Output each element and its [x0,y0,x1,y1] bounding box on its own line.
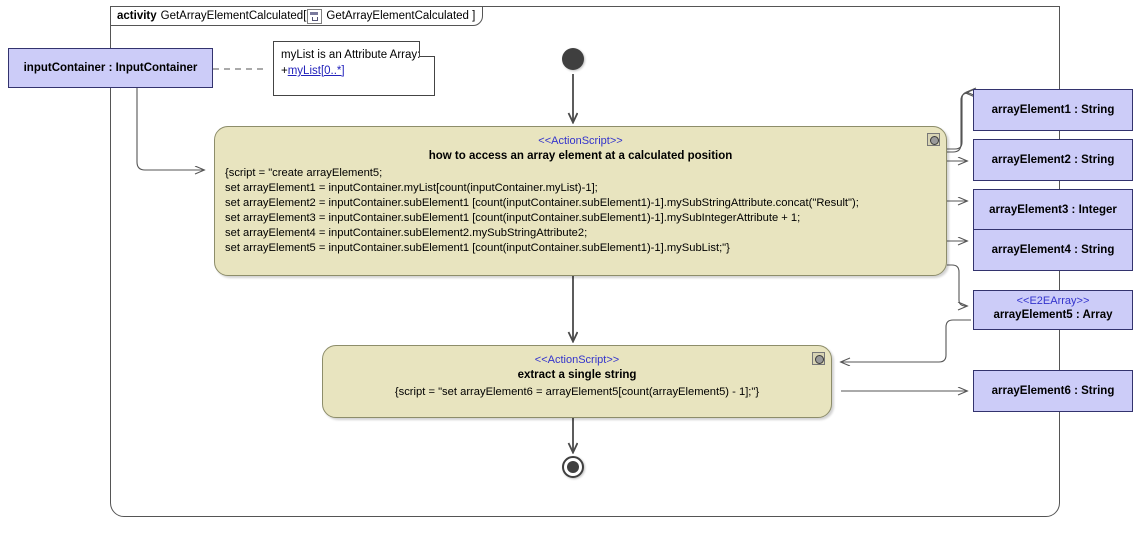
action-script-line-6: set arrayElement5 = inputContainer.subEl… [225,242,730,254]
object-node-inputcontainer[interactable]: inputContainer : InputContainer [8,48,213,88]
object-node-stereotype: <<E2EArray>> [1016,295,1090,307]
note-fold-corner [419,40,435,57]
action-title: how to access an array element at a calc… [428,150,733,162]
activity-frame-ref: GetArrayElementCalculated [326,10,469,22]
frame-bracket-close: ] [468,10,476,22]
object-node-arrayelement5[interactable]: <<E2EArray>> arrayElement5 : Array [973,290,1133,330]
action2-stereotype: <<ActionScript>> [534,354,620,366]
action-script-line-1: {script = "create arrayElement5; [225,167,383,179]
object-node-label: arrayElement3 : Integer [989,204,1117,216]
object-node-arrayelement6[interactable]: arrayElement6 : String [973,370,1133,412]
activity-keyword: activity [117,10,157,22]
object-node-label: arrayElement6 : String [991,385,1115,397]
object-node-arrayelement4[interactable]: arrayElement4 : String [973,229,1133,271]
initial-node[interactable] [562,48,584,70]
object-node-label: arrayElement5 : Array [993,309,1113,321]
action-script-line-2: set arrayElement1 = inputContainer.myLis… [225,182,598,194]
action-stereotype: <<ActionScript>> [538,135,623,147]
activity-name: GetArrayElementCalculated [160,10,304,22]
object-node-label: inputContainer : InputContainer [23,62,198,74]
script-badge-icon-2[interactable] [812,352,825,365]
object-node-arrayelement1[interactable]: arrayElement1 : String [973,89,1133,131]
action-node-extract-single-string[interactable]: <<ActionScript>> extract a single string… [322,345,832,418]
object-node-label: arrayElement2 : String [991,154,1115,166]
script-badge-icon[interactable] [927,133,940,146]
action-script-line-4: set arrayElement3 = inputContainer.subEl… [225,212,801,224]
action2-script-line-1: {script = "set arrayElement6 = arrayElem… [394,386,760,398]
action2-title: extract a single string [517,369,637,381]
note-line-2: +myList[0..*] [281,63,427,79]
note-line-1: myList is an Attribute Array: [281,49,421,61]
object-node-label: arrayElement1 : String [991,104,1115,116]
object-node-arrayelement3[interactable]: arrayElement3 : Integer [973,189,1133,231]
note-attribute-link[interactable]: myList[0..*] [287,65,345,77]
note-visibility-prefix: + [281,65,288,77]
frame-bracket-open: [ [303,10,307,22]
object-node-label: arrayElement4 : String [991,244,1115,256]
activity-final-node[interactable] [562,456,584,478]
action-script-line-5: set arrayElement4 = inputContainer.subEl… [225,227,588,239]
note-mylist-attribute-array[interactable]: myList is an Attribute Array: +myList[0.… [273,40,435,96]
activity-frame-header: activity GetArrayElementCalculated [ Get… [110,6,484,26]
action-script-line-3: set arrayElement2 = inputContainer.subEl… [225,197,859,209]
action-node-access-array-element[interactable]: <<ActionScript>> how to access an array … [214,126,947,276]
object-node-arrayelement2[interactable]: arrayElement2 : String [973,139,1133,181]
activity-diagram-icon [307,8,323,24]
